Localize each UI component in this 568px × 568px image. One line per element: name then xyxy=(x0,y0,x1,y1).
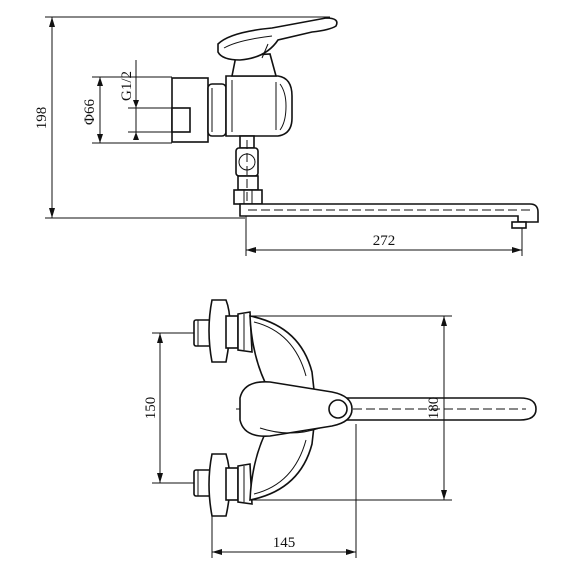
inlet-pipe xyxy=(171,77,227,143)
top-inlet xyxy=(193,299,253,363)
depth-dimension-145: 145 xyxy=(211,424,357,558)
inlet-spacing-dimension-150: 150 xyxy=(143,332,196,484)
inlet-spacing-label: 150 xyxy=(143,397,159,420)
faucet-body xyxy=(225,75,293,137)
spout-length-label: 272 xyxy=(373,233,396,249)
depth-label: 145 xyxy=(273,535,296,551)
height-dimension-180: 180 xyxy=(250,315,452,501)
spout xyxy=(239,203,539,229)
top-view: 150 xyxy=(143,299,537,558)
height-label: 198 xyxy=(34,107,50,130)
lever-handle-top xyxy=(239,381,353,437)
spout-top xyxy=(236,397,537,421)
spout-length-dimension-272: 272 xyxy=(245,216,523,256)
bottom-inlet xyxy=(193,453,253,517)
side-view: 198 Φ66 G1/2 xyxy=(34,16,539,256)
faucet-body-top xyxy=(249,315,315,501)
height-180-label: 180 xyxy=(426,397,442,420)
lever-handle xyxy=(217,17,338,77)
thread-label: G1/2 xyxy=(119,71,135,101)
diameter-dimension: Φ66 xyxy=(82,76,172,144)
thread-dimension: G1/2 xyxy=(119,60,190,140)
diameter-label: Φ66 xyxy=(82,99,98,125)
spout-connector xyxy=(233,135,263,210)
height-dimension-198: 198 xyxy=(34,16,330,219)
